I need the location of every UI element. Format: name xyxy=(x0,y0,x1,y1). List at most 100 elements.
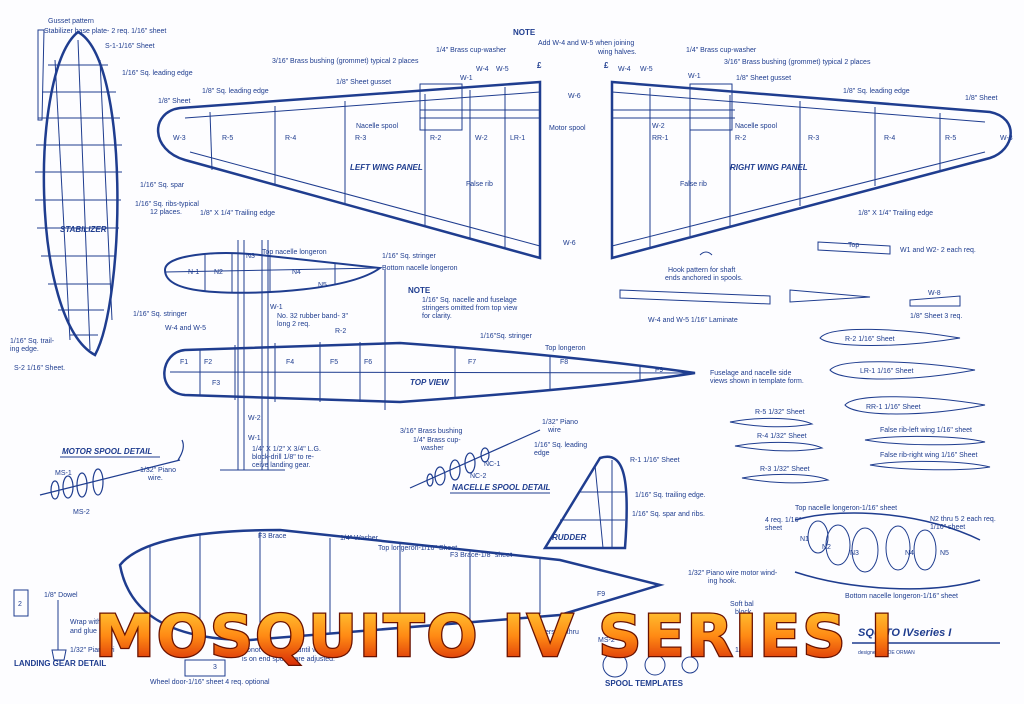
nt-n1: N1 xyxy=(800,536,809,543)
nt-n5: N5 xyxy=(940,550,949,557)
rubber-band-label-2: long 2 req. xyxy=(277,321,310,328)
rw-rib-r4: R-4 xyxy=(884,135,895,142)
fuselage-side-view: F3 Brace 1/4" Washer Top longeron-1/16" … xyxy=(13,528,778,688)
hook-label: Hook pattern for shaft xyxy=(668,267,735,274)
rw-rib-r2: R-2 xyxy=(735,135,746,142)
nacelle-templates: N1 N2 N3 N4 N5 Top nacelle longeron-1/16… xyxy=(765,505,996,600)
r3-template-label: R-3 1/32" Sheet xyxy=(760,466,810,473)
spool-templates-title: SPOOL TEMPLATES xyxy=(605,679,684,688)
side-ms2: MS-2 xyxy=(598,637,615,644)
nt-n25-2: 1/16" sheet xyxy=(930,524,965,531)
former-f6: F6 xyxy=(364,359,372,366)
gear-block-label-3: ceive landing gear. xyxy=(252,462,310,469)
motor-spool-detail: MOTOR SPOOL DETAIL MS-1 MS-2 1/32" Piano… xyxy=(39,439,184,516)
side-f3-brace: F3 Brace xyxy=(258,533,287,540)
side-sixteen: 1/16" xyxy=(735,647,752,654)
fus-w1-top: W-1 xyxy=(270,304,283,311)
stab-ribs-places: 12 places. xyxy=(150,209,182,216)
top-view-title: TOP VIEW xyxy=(410,378,450,387)
nacelle-spool-title: NACELLE SPOOL DETAIL xyxy=(452,483,550,492)
lw-trailing-label: 1/8" X 1/4" Trailing edge xyxy=(200,210,275,217)
nt-bottom-longeron: Bottom nacelle longeron-1/16" sheet xyxy=(845,593,958,600)
title-box: SQUITO IVseries I designed by: DE ORMAN xyxy=(852,627,1000,656)
nacelle-n1: N-1 xyxy=(188,269,199,276)
fus-r2-label: R-2 xyxy=(335,328,346,335)
lw-rib-w3: W-3 xyxy=(173,135,186,142)
laminate-label: W-4 and W-5 1/16" Laminate xyxy=(648,317,738,324)
stab-spar-label: 1/16" Sq. spar xyxy=(140,182,185,189)
lw-rib-lr1: LR-1 xyxy=(510,135,525,142)
top-template-label: Top xyxy=(848,242,859,249)
rw-gusset-label: 1/8" Sheet gusset xyxy=(736,75,791,82)
nacelle-n5: N5 xyxy=(318,282,327,289)
rudder-r1-label: R-1 1/16" Sheet xyxy=(630,457,680,464)
fuselage-top-view: F1 F2 F3 F4 F5 F6 F7 F8 F9 TOP VIEW 1/16… xyxy=(133,240,804,471)
lw-rib-w2: W-2 xyxy=(475,135,488,142)
gusset-label: Gusset pattern xyxy=(48,18,94,25)
nt-n2: N2 xyxy=(822,544,831,551)
nt-n3: N3 xyxy=(850,550,859,557)
ms2-label: MS-2 xyxy=(73,509,90,516)
note-head: NOTE xyxy=(513,28,536,37)
stab-sheet-label: 1/8" Sheet xyxy=(158,98,191,105)
lw-leading-label: 1/8" Sq. leading edge xyxy=(202,88,269,95)
side-views-note: Fuselage and nacelle side xyxy=(710,370,791,377)
nacelle-n4: N4 xyxy=(292,269,301,276)
lw-rib-r2: R-2 xyxy=(430,135,441,142)
nacelle-stringer: 1/16" Sq. stringer xyxy=(382,253,437,260)
side-piano-3: 1/32" Piano wi xyxy=(70,647,115,654)
former-f5: F5 xyxy=(330,359,338,366)
r2-template-label: R-2 1/16" Sheet xyxy=(845,336,895,343)
lr1-template-label: LR-1 1/16" Sheet xyxy=(860,368,914,375)
rw-rib-w3: W-3 xyxy=(1000,135,1013,142)
fus-stringer2-label: 1/16"Sq. stringer xyxy=(480,333,533,340)
fus-top-longeron: Top longeron xyxy=(545,345,586,352)
rw-rib-rr1: RR-1 xyxy=(652,135,668,142)
nt-top-longeron: Top nacelle longeron-1/16" sheet xyxy=(795,505,897,512)
lw-gusset-label: 1/8" Sheet gusset xyxy=(336,79,391,86)
nacelle-top-view: N-1 N2 N3 N4 N5 Top nacelle longeron 1/1… xyxy=(163,249,458,294)
side-wrap: Wrap with xyxy=(70,619,101,626)
motor-spool-title: MOTOR SPOOL DETAIL xyxy=(62,447,152,456)
note-line-2: wing halves. xyxy=(597,49,637,56)
side-cement: Donot cement F4 until wing xyxy=(242,647,327,654)
designer-label: designed by: DE ORMAN xyxy=(858,650,915,656)
rw-spool-label: Nacelle spool xyxy=(735,123,777,130)
w12-template-label: W1 and W2- 2 each req. xyxy=(900,247,976,254)
rw-leading-label: 1/8" Sq. leading edge xyxy=(843,88,910,95)
lw-bushing-label: 3/16" Brass bushing (grommet) typical 2 … xyxy=(272,58,419,65)
nc1-label: NC-1 xyxy=(484,461,500,468)
side-piano: 1/32" Piano wire motor wind- xyxy=(688,570,778,577)
lw-cup-label: 1/4" Brass cup-washer xyxy=(436,47,507,54)
side-f3-brace-2: F3 Brace-1/8" sheet xyxy=(450,552,512,559)
former-f3: F3 xyxy=(212,380,220,387)
nacelle-n2: N2 xyxy=(214,269,223,276)
hook-label-2: ends anchored in spools. xyxy=(665,275,743,282)
stab-trail-label-2: ing edge. xyxy=(10,346,39,353)
nacelle-bottom-longeron: Bottom nacelle longeron xyxy=(382,265,458,272)
centerline-mark-left: £ xyxy=(537,61,542,70)
former-f9: F9 xyxy=(655,367,663,374)
w8-label: W-8 xyxy=(928,290,941,297)
former-f7: F7 xyxy=(468,359,476,366)
rw-trailing-label: 1/8" X 1/4" Trailing edge xyxy=(858,210,933,217)
ns-leading-label: 1/16" Sq. leading xyxy=(534,442,587,449)
rw-rib-w1: W-1 xyxy=(688,73,701,80)
rw-rib-r3: R-3 xyxy=(808,135,819,142)
stab-ribs-label: 1/16" Sq. ribs-typical xyxy=(135,201,199,208)
lw-false-rib-label: False rib xyxy=(466,181,493,188)
side-num-2: 2 xyxy=(18,601,22,608)
note-line-1: Add W-4 and W-5 when joining xyxy=(538,40,634,47)
rudder-trail-label: 1/16" Sq. trailing edge. xyxy=(635,492,706,499)
note2-head: NOTE xyxy=(408,286,431,295)
stabilizer-drawing: STABILIZER Gusset pattern Stabilizer bas… xyxy=(10,18,199,372)
gear-block-label-2: block-drill 1/8" to re- xyxy=(252,454,315,461)
fus-w2-label: W-2 xyxy=(248,415,261,422)
side-piano-2: ing hook. xyxy=(708,578,736,585)
rw-rib-w5: W-5 xyxy=(640,66,653,73)
note2-line-3: for clarity. xyxy=(422,313,452,320)
right-wing-title: RIGHT WING PANEL xyxy=(730,163,808,172)
r5-template-label: R-5 1/32" Sheet xyxy=(755,409,805,416)
s2-label: S-2 1/16" Sheet. xyxy=(14,365,65,372)
